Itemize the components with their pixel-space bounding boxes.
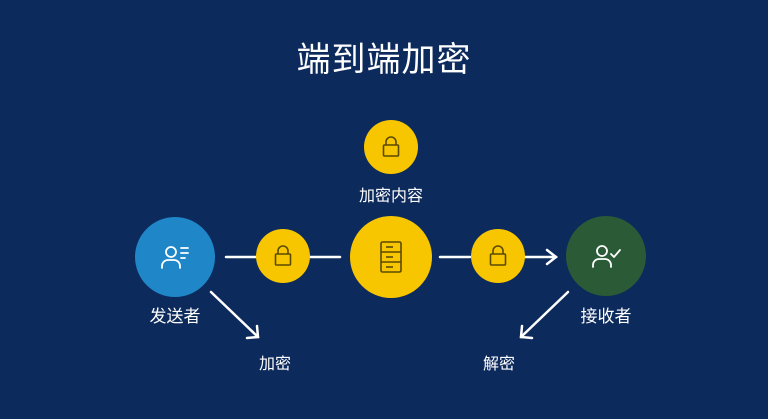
arrow-decrypt [519,290,570,339]
arrowhead-to-receiver [545,248,559,266]
server-icon [380,241,402,273]
server-node [350,216,432,298]
sender-node [135,217,215,297]
receiver-label: 接收者 [580,307,632,327]
page-title: 端到端加密 [296,40,472,80]
user-list-icon [161,246,189,269]
lock-right [471,229,525,283]
receiver-node [566,216,646,296]
encrypted-content-label: 加密内容 [358,186,423,205]
lock-icon [489,245,507,266]
lock-left [256,229,310,283]
lock-icon [382,136,400,157]
decrypt-label: 解密 [482,354,515,373]
sender-label: 发送者 [149,307,201,327]
encrypted-content-lock [364,120,418,174]
arrowhead-encrypt [245,324,260,340]
arrowhead-decrypt [519,324,534,340]
encrypt-label: 加密 [258,354,291,373]
arrow-encrypt [209,290,260,339]
user-check-icon [592,245,621,268]
lock-icon [274,245,292,266]
